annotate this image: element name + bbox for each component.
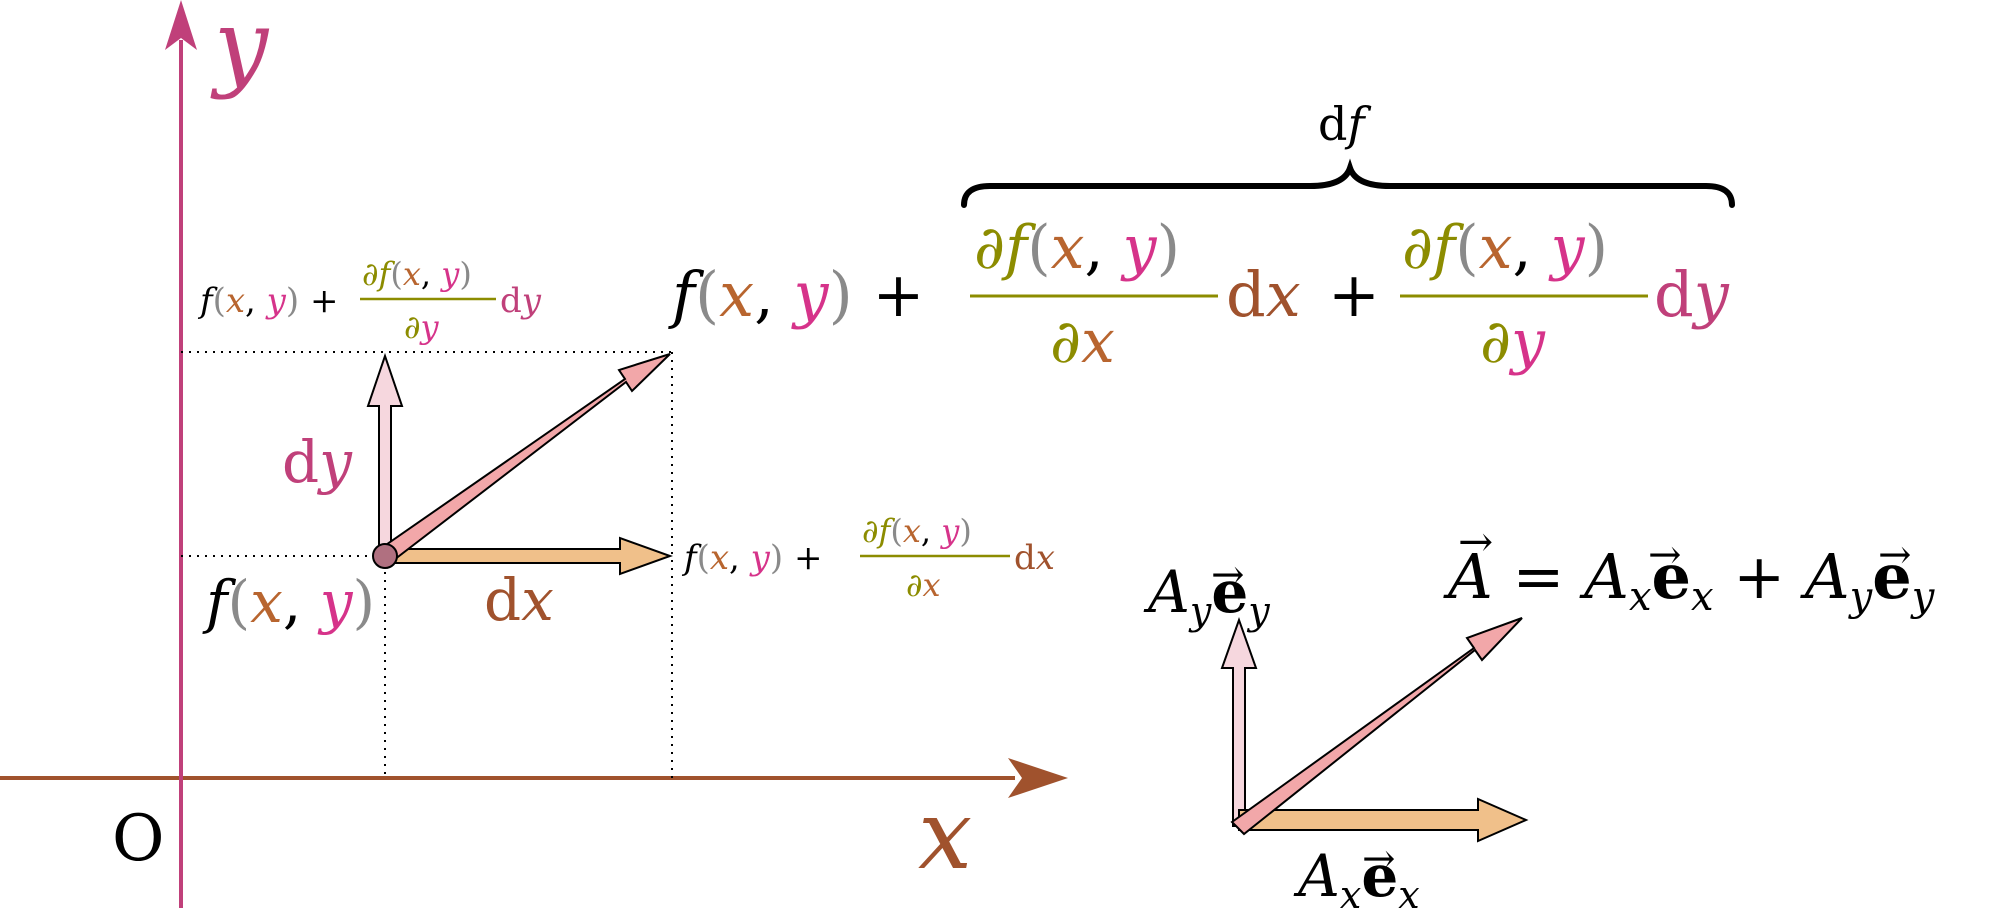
- vector-y-component-arrow: [1220, 617, 1258, 827]
- base-point: [372, 543, 398, 569]
- ey-arrow-icon: →: [1211, 552, 1245, 598]
- guide-lines: [181, 351, 673, 778]
- eq-ey-arrow-icon: →: [1878, 532, 1912, 578]
- partial-x-denominator: ∂x: [1050, 307, 1115, 377]
- total-expression: f(x, y) + ∂f(x, y) ∂x dx + ∂f(x, y) ∂y d…: [668, 213, 1730, 377]
- x-axis: [0, 758, 1068, 798]
- vector-a-arrow: [1230, 617, 1523, 836]
- f-term: f(x, y) +: [668, 258, 924, 331]
- svg-text:∂y: ∂y: [404, 308, 440, 346]
- partial-y-denominator: ∂y: [1480, 307, 1546, 377]
- overbrace: [961, 158, 1735, 208]
- diagonal-arrow: [378, 353, 671, 565]
- x-axis-arrowhead-icon: [1008, 758, 1068, 798]
- x-axis-label: x: [918, 779, 972, 891]
- x-component-label: Axex: [1293, 842, 1420, 908]
- dx-arrow: [384, 536, 673, 576]
- svg-text:dx: dx: [1014, 538, 1055, 578]
- svg-text:∂x: ∂x: [906, 566, 941, 604]
- partial-y-numerator: ∂f(x, y): [1402, 213, 1608, 283]
- vector-x-component-arrow: [1238, 797, 1529, 843]
- ex-arrow-icon: →: [1362, 836, 1396, 882]
- svg-text:∂f(x, y): ∂f(x, y): [862, 512, 972, 550]
- dy-arrow: [366, 352, 404, 557]
- brace-label: df: [1318, 97, 1371, 151]
- origin-label: O: [112, 802, 164, 876]
- partial-x-numerator: ∂f(x, y): [974, 213, 1180, 283]
- y-component-label: Ayey: [1143, 558, 1270, 633]
- dy-term: dy: [1654, 258, 1730, 331]
- dx-label: dx: [484, 566, 554, 634]
- svg-text:f(x, y) +: f(x, y) +: [197, 281, 338, 321]
- svg-text:∂f(x, y): ∂f(x, y): [362, 255, 472, 293]
- dy-label: dy: [282, 428, 353, 496]
- svg-text:f(x, y) +: f(x, y) +: [681, 538, 822, 578]
- y-axis-arrowhead-icon: [165, 0, 197, 50]
- f-plus-dy-label: f(x, y) + ∂f(x, y) ∂y dy: [197, 255, 542, 346]
- f-plus-dx-label: f(x, y) + ∂f(x, y) ∂x dx: [681, 512, 1055, 604]
- y-axis-label: y: [210, 0, 270, 101]
- vector-equation: A = Axex + Ayey: [1443, 540, 1936, 620]
- eq-ex-arrow-icon: →: [1648, 532, 1682, 578]
- dx-term: dx: [1226, 258, 1301, 331]
- plus-sign: +: [1328, 258, 1380, 331]
- y-axis: [165, 0, 197, 908]
- f-at-point-label: f(x, y): [202, 568, 375, 636]
- svg-text:dy: dy: [500, 281, 542, 321]
- a-vector-arrow-icon: →: [1458, 517, 1493, 566]
